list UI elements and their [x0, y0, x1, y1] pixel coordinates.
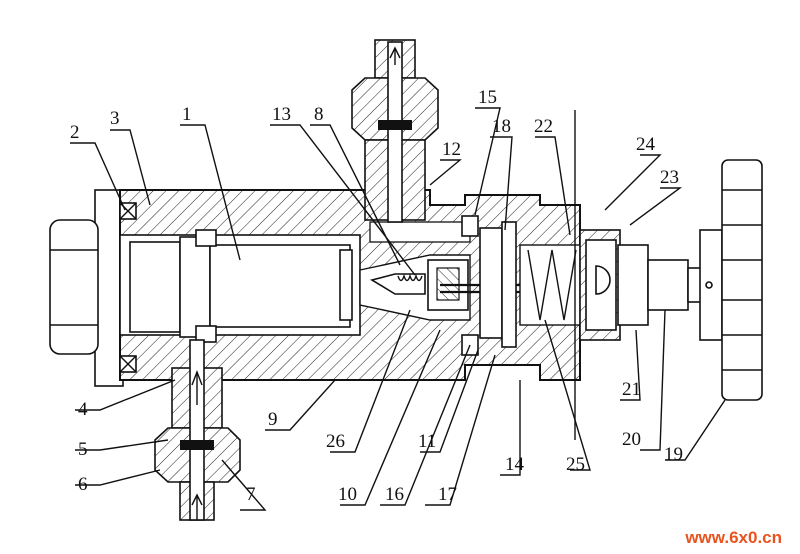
inlet-fitting: [154, 339, 241, 521]
label-3: 3: [110, 108, 120, 129]
label-8: 8: [314, 104, 324, 125]
label-20: 20: [622, 429, 641, 450]
end-plate: [49, 189, 124, 387]
label-16: 16: [385, 484, 404, 505]
label-26: 26: [326, 431, 345, 452]
watermark-text: www.6x0.cn: [685, 528, 782, 547]
label-19: 19: [664, 444, 683, 465]
label-2: 2: [70, 122, 80, 143]
label-10: 10: [338, 484, 357, 505]
adjust-knob: [687, 159, 763, 401]
label-15: 15: [478, 87, 497, 108]
o-rings: [119, 202, 137, 373]
outlet-fitting: [351, 39, 439, 223]
label-21: 21: [622, 379, 641, 400]
label-13: 13: [272, 104, 291, 125]
label-5: 5: [78, 439, 88, 460]
diaphragm-assembly: [440, 215, 520, 356]
label-4: 4: [78, 399, 88, 420]
label-9: 9: [268, 409, 278, 430]
label-1: 1: [182, 104, 192, 125]
label-14: 14: [505, 454, 525, 475]
label-23: 23: [660, 167, 679, 188]
leader-lines: [70, 107, 726, 511]
label-22: 22: [534, 116, 553, 137]
spring-chamber: [519, 110, 689, 440]
solenoid: [129, 229, 353, 343]
label-7: 7: [246, 484, 256, 505]
label-24: 24: [636, 134, 656, 155]
label-12: 12: [442, 139, 461, 160]
label-18: 18: [492, 116, 511, 137]
label-25: 25: [566, 454, 585, 475]
part-number-labels: 2 3 1 13 8 12 15 18 22 24 23 4 5 6 7 9 2…: [70, 87, 683, 505]
label-17: 17: [438, 484, 457, 505]
label-6: 6: [78, 474, 88, 495]
label-11: 11: [418, 431, 436, 452]
